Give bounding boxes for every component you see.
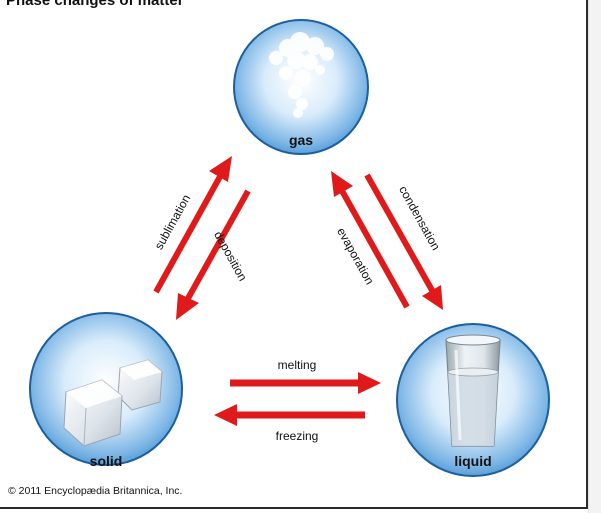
condensation-arrow [364, 173, 443, 310]
page-right-margin [588, 0, 601, 513]
melting-arrow [230, 372, 381, 394]
freezing-arrow [214, 404, 365, 426]
vapor-icon [269, 32, 334, 118]
solid-node: solid [29, 312, 183, 469]
diagram-title: Phase changes of matter [6, 0, 184, 9]
evaporation-label: evaporation [334, 225, 377, 287]
deposition-arrow [176, 189, 251, 320]
gas-label: gas [289, 132, 313, 148]
ice-cubes-icon [63, 359, 163, 447]
deposition-label: deposition [211, 229, 250, 284]
melting-label: melting [278, 358, 317, 372]
solid-label: solid [90, 453, 123, 469]
sublimation-label: sublimation [152, 192, 194, 252]
gas-circle [233, 19, 369, 155]
copyright-notice: © 2011 Encyclopædia Britannica, Inc. [8, 485, 182, 497]
freezing-label: freezing [276, 429, 319, 443]
gas-node: gas [233, 19, 369, 155]
liquid-node: liquid [396, 323, 550, 477]
liquid-label: liquid [454, 453, 491, 469]
sublimation-arrow [153, 156, 232, 294]
evaporation-arrow [331, 171, 410, 309]
water-glass-icon [445, 334, 501, 447]
